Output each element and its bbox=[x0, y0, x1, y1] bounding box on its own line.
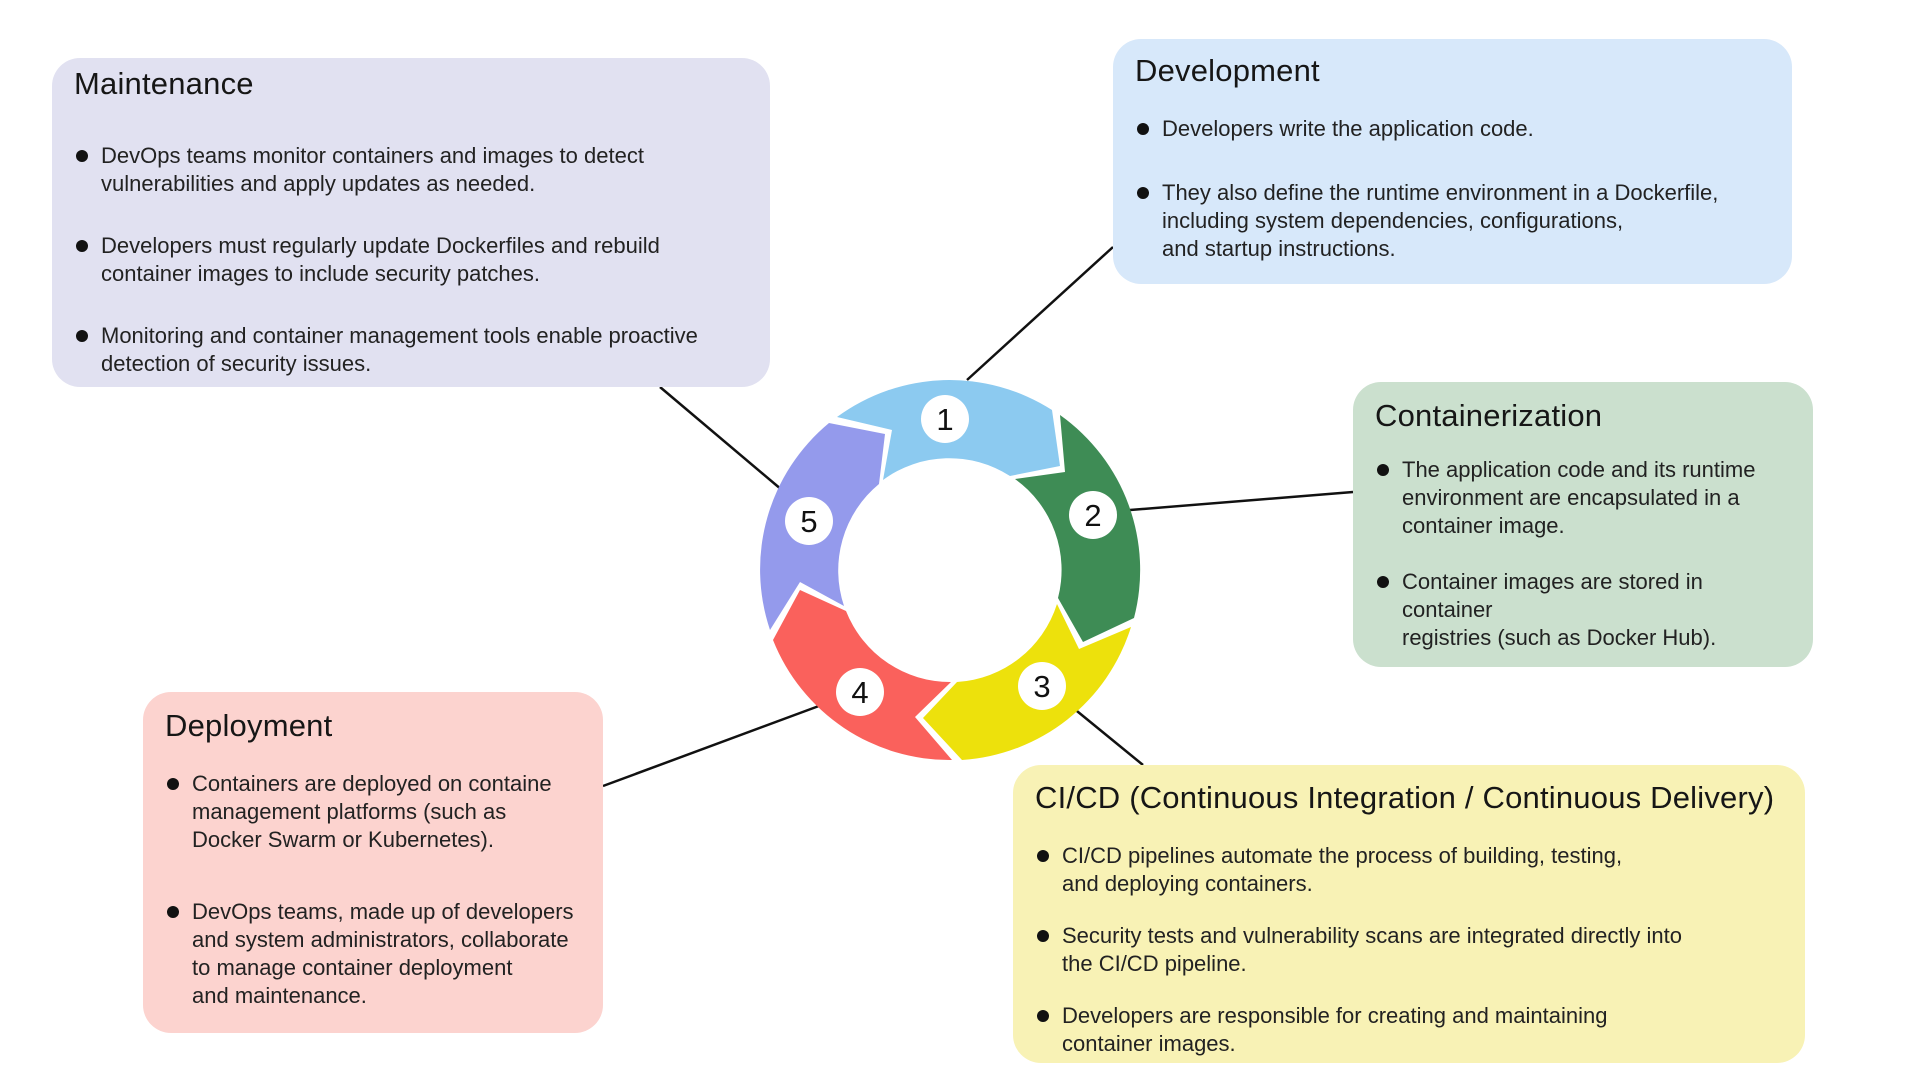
bullet-dot bbox=[1037, 850, 1049, 862]
segment-number-badge bbox=[836, 668, 884, 716]
segment-number-badge bbox=[1069, 491, 1117, 539]
bullet-dot bbox=[167, 778, 179, 790]
segment-number: 4 bbox=[851, 675, 868, 710]
connector-lines bbox=[602, 246, 1354, 788]
bullet-text: Container images are stored in container… bbox=[1402, 569, 1717, 650]
bullet-item: Developers write the application code. bbox=[1135, 115, 1766, 143]
segment-number: 3 bbox=[1033, 669, 1050, 704]
card-title: Development bbox=[1135, 53, 1320, 88]
bullet-text: Developers must regularly update Dockerf… bbox=[101, 233, 660, 286]
connector-line-containerization bbox=[1129, 490, 1354, 512]
bullet-item: Monitoring and container management tool… bbox=[74, 322, 744, 378]
bullet-item: CI/CD pipelines automate the process of … bbox=[1035, 842, 1779, 898]
bullet-text: Developers write the application code. bbox=[1162, 116, 1534, 141]
bullet-item: DevOps teams monitor containers and imag… bbox=[74, 142, 744, 198]
connector-line-cicd bbox=[1071, 706, 1144, 766]
card-cicd: CI/CD (Continuous Integration / Continuo… bbox=[1013, 765, 1805, 1063]
bullet-text: The application code and its runtime env… bbox=[1402, 457, 1756, 538]
bullet-text: Developers are responsible for creating … bbox=[1062, 1003, 1608, 1056]
bullet-text: DevOps teams monitor containers and imag… bbox=[101, 143, 644, 196]
bullet-item: They also define the runtime environment… bbox=[1135, 179, 1766, 263]
card-title: Deployment bbox=[165, 708, 333, 743]
bullet-dot bbox=[1377, 576, 1389, 588]
bullet-item: Container images are stored in container… bbox=[1375, 568, 1787, 652]
segment-number-badge bbox=[921, 395, 969, 443]
bullet-dot bbox=[1037, 930, 1049, 942]
connector-line-maintenance bbox=[659, 386, 783, 491]
segment-number-badge bbox=[1018, 662, 1066, 710]
connector-line-deployment bbox=[602, 701, 828, 788]
segment-number-badge bbox=[785, 497, 833, 545]
bullet-text: CI/CD pipelines automate the process of … bbox=[1062, 843, 1623, 896]
card-containerization: Containerization The application code an… bbox=[1353, 382, 1813, 667]
bullet-item: Developers are responsible for creating … bbox=[1035, 1002, 1779, 1058]
segment-number: 5 bbox=[800, 504, 817, 539]
bullet-text: DevOps teams, made up of developers and … bbox=[192, 899, 574, 1008]
bullet-dot bbox=[1377, 464, 1389, 476]
card-title: Containerization bbox=[1375, 398, 1603, 433]
bullet-text: Monitoring and container management tool… bbox=[101, 323, 698, 376]
bullet-dot bbox=[167, 906, 179, 918]
bullet-dot bbox=[76, 150, 88, 162]
bullet-text: They also define the runtime environment… bbox=[1162, 180, 1719, 261]
segment-number: 2 bbox=[1084, 498, 1101, 533]
bullet-item: The application code and its runtime env… bbox=[1375, 456, 1787, 540]
card-title: CI/CD (Continuous Integration / Continuo… bbox=[1035, 780, 1775, 815]
bullet-text: Security tests and vulnerability scans a… bbox=[1062, 923, 1682, 976]
bullet-dot bbox=[1037, 1010, 1049, 1022]
connector-line-development bbox=[966, 246, 1114, 381]
card-maintenance: Maintenance DevOps teams monitor contain… bbox=[52, 58, 770, 387]
bullet-dot bbox=[1137, 187, 1149, 199]
bullet-dot bbox=[1137, 123, 1149, 135]
card-development: Development Developers write the applica… bbox=[1113, 39, 1792, 284]
bullet-item: Developers must regularly update Dockerf… bbox=[74, 232, 744, 288]
bullet-item: DevOps teams, made up of developers and … bbox=[165, 898, 577, 1010]
card-title: Maintenance bbox=[74, 66, 254, 101]
segment-number-badges: 1 2 3 4 5 bbox=[785, 395, 1117, 716]
bullet-dot bbox=[76, 330, 88, 342]
card-deployment: Deployment Containers are deployed on co… bbox=[143, 692, 603, 1033]
bullet-item: Security tests and vulnerability scans a… bbox=[1035, 922, 1779, 978]
bullet-text: Containers are deployed on containe mana… bbox=[192, 771, 552, 852]
bullet-dot bbox=[76, 240, 88, 252]
segment-number: 1 bbox=[936, 402, 953, 437]
bullet-item: Containers are deployed on containe mana… bbox=[165, 770, 577, 854]
